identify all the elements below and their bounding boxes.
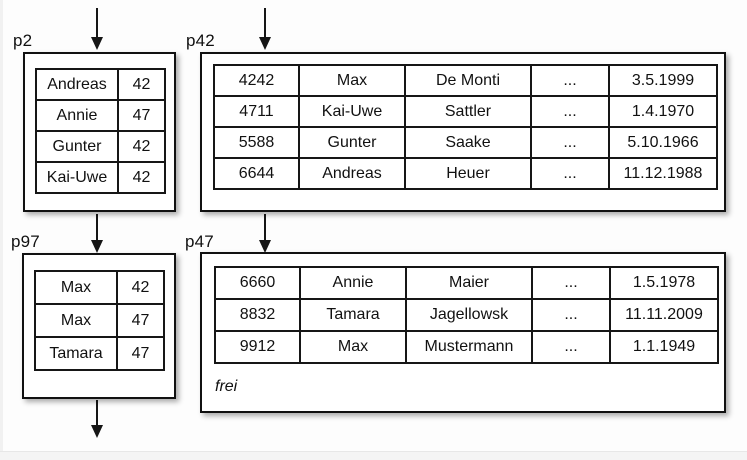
record-table-p42: 4242 Max De Monti ... 3.5.1999 4711 Kai-… <box>213 64 718 190</box>
table-cell: 11.12.1988 <box>610 159 716 188</box>
table-cell: Annie <box>37 101 117 130</box>
arrow-p42-to-p47-head <box>259 240 271 253</box>
table-cell: 4711 <box>215 97 298 126</box>
table-cell: Tamara <box>301 300 405 330</box>
table-cell: 6660 <box>216 268 299 298</box>
table-cell: 42 <box>119 70 164 99</box>
table-cell: ... <box>533 300 609 330</box>
table-cell: ... <box>533 268 609 298</box>
table-cell: 9912 <box>216 332 299 362</box>
table-cell: 42 <box>119 163 164 192</box>
table-cell: ... <box>532 159 608 188</box>
table-cell: ... <box>532 66 608 95</box>
page-box-p2: Andreas 42 Annie 47 Gunter 42 Kai-Uwe 42 <box>23 52 176 212</box>
table-cell: 4242 <box>215 66 298 95</box>
table-cell: Maier <box>407 268 531 298</box>
arrow-into-p2-line <box>96 8 98 37</box>
table-cell: 42 <box>118 272 163 303</box>
table-cell: 47 <box>118 338 163 369</box>
table-cell: Max <box>300 66 404 95</box>
free-space-label: frei <box>215 378 238 395</box>
table-cell: Gunter <box>37 132 117 161</box>
table-cell: Kai-Uwe <box>37 163 117 192</box>
table-cell: 1.1.1949 <box>611 332 717 362</box>
arrow-out-of-p97-line <box>96 400 98 425</box>
table-cell: Andreas <box>300 159 404 188</box>
arrow-into-p42-head <box>259 37 271 50</box>
table-cell: 8832 <box>216 300 299 330</box>
page-box-p97: Max 42 Max 47 Tamara 47 <box>22 253 176 399</box>
arrow-out-of-p97-head <box>91 425 103 438</box>
table-cell: 42 <box>119 132 164 161</box>
record-table-p2: Andreas 42 Annie 47 Gunter 42 Kai-Uwe 42 <box>35 68 166 194</box>
table-cell: Gunter <box>300 128 404 157</box>
table-cell: Heuer <box>406 159 530 188</box>
table-cell: 5588 <box>215 128 298 157</box>
table-cell: 6644 <box>215 159 298 188</box>
page-label-p42: p42 <box>186 31 215 50</box>
table-cell: Max <box>36 305 116 336</box>
table-cell: Max <box>36 272 116 303</box>
page-box-p47: 6660 Annie Maier ... 1.5.1978 8832 Tamar… <box>200 252 726 413</box>
table-cell: 47 <box>118 305 163 336</box>
table-cell: Tamara <box>36 338 116 369</box>
page-box-p42: 4242 Max De Monti ... 3.5.1999 4711 Kai-… <box>200 52 726 212</box>
table-cell: Saake <box>406 128 530 157</box>
table-cell: Sattler <box>406 97 530 126</box>
table-cell: 47 <box>119 101 164 130</box>
page-label-p2: p2 <box>13 31 33 50</box>
arrow-into-p42-line <box>264 8 266 37</box>
bottom-edge-strip <box>0 451 747 460</box>
table-cell: ... <box>532 128 608 157</box>
page-label-p97: p97 <box>11 232 40 251</box>
arrow-p2-to-p97-line <box>96 214 98 240</box>
table-cell: 1.4.1970 <box>610 97 716 126</box>
table-cell: De Monti <box>406 66 530 95</box>
table-cell: 3.5.1999 <box>610 66 716 95</box>
left-edge-strip <box>0 0 3 460</box>
table-cell: ... <box>532 97 608 126</box>
table-cell: Max <box>301 332 405 362</box>
arrow-p42-to-p47-line <box>264 214 266 240</box>
table-cell: Andreas <box>37 70 117 99</box>
page-label-p47: p47 <box>185 232 214 251</box>
table-cell: Annie <box>301 268 405 298</box>
table-cell: Kai-Uwe <box>300 97 404 126</box>
arrow-p2-to-p97-head <box>91 240 103 253</box>
arrow-into-p2-head <box>91 37 103 50</box>
table-cell: ... <box>533 332 609 362</box>
table-cell: Jagellowsk <box>407 300 531 330</box>
table-cell: 5.10.1966 <box>610 128 716 157</box>
record-table-p97: Max 42 Max 47 Tamara 47 <box>34 270 165 371</box>
record-table-p47: 6660 Annie Maier ... 1.5.1978 8832 Tamar… <box>214 266 719 364</box>
table-cell: 11.11.2009 <box>611 300 717 330</box>
table-cell: 1.5.1978 <box>611 268 717 298</box>
table-cell: Mustermann <box>407 332 531 362</box>
